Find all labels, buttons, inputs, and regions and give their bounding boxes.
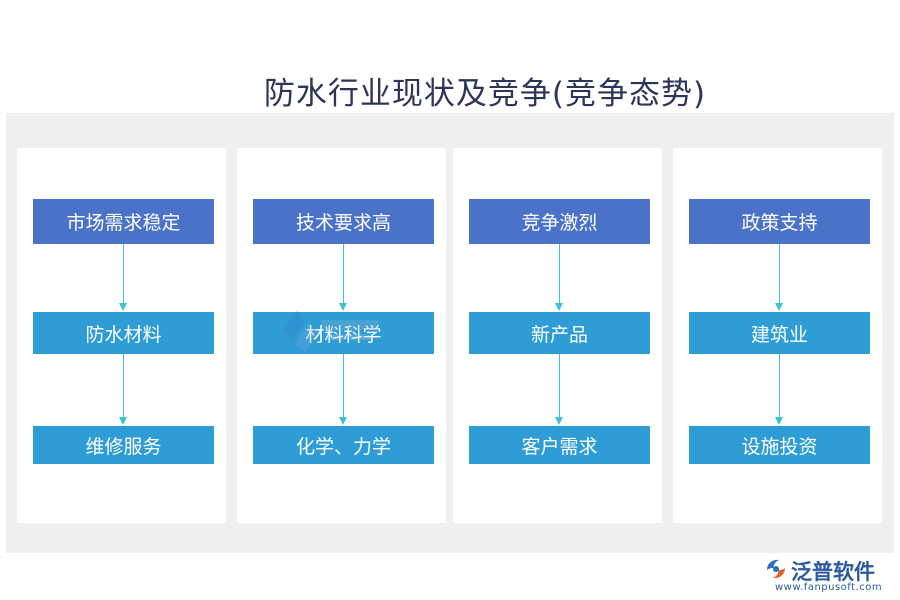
connector-line — [559, 244, 560, 304]
column-2: 技术要求高 材料科学 化学、力学 — [237, 148, 446, 523]
arrow-down-icon — [119, 417, 127, 425]
brand-url: www.fanpusoft.com — [775, 582, 883, 593]
connector-line — [123, 244, 124, 304]
brand-logo: 泛普软件 www.fanpusoft.com — [763, 556, 888, 596]
connector-line — [559, 354, 560, 418]
bottom-box: 设施投资 — [689, 426, 870, 464]
fanpu-logo-icon — [767, 559, 785, 579]
bottom-box: 化学、力学 — [253, 426, 434, 464]
arrow-down-icon — [119, 303, 127, 311]
top-box: 竞争激烈 — [469, 199, 650, 244]
connector-line — [343, 244, 344, 304]
top-box: 政策支持 — [689, 199, 870, 244]
connector-line — [123, 354, 124, 418]
arrow-down-icon — [339, 303, 347, 311]
arrow-down-icon — [555, 303, 563, 311]
column-3: 竞争激烈 新产品 客户需求 — [453, 148, 662, 523]
arrow-down-icon — [775, 417, 783, 425]
connector-line — [343, 354, 344, 418]
middle-box: 防水材料 — [33, 312, 214, 354]
connector-line — [779, 354, 780, 418]
top-box: 市场需求稳定 — [33, 199, 214, 244]
arrow-down-icon — [775, 303, 783, 311]
column-1: 市场需求稳定 防水材料 维修服务 — [17, 148, 226, 523]
brand-name: 泛普软件 — [791, 560, 875, 584]
arrow-down-icon — [555, 417, 563, 425]
middle-box: 新产品 — [469, 312, 650, 354]
bottom-box: 客户需求 — [469, 426, 650, 464]
page-title: 防水行业现状及竞争(竞争态势) — [263, 76, 707, 112]
top-box: 技术要求高 — [253, 199, 434, 244]
middle-box: 材料科学 — [253, 312, 434, 354]
arrow-down-icon — [339, 417, 347, 425]
middle-box: 建筑业 — [689, 312, 870, 354]
bottom-box: 维修服务 — [33, 426, 214, 464]
watermark-logo-icon — [283, 310, 379, 352]
column-4: 政策支持 建筑业 设施投资 — [673, 148, 882, 523]
connector-line — [779, 244, 780, 304]
